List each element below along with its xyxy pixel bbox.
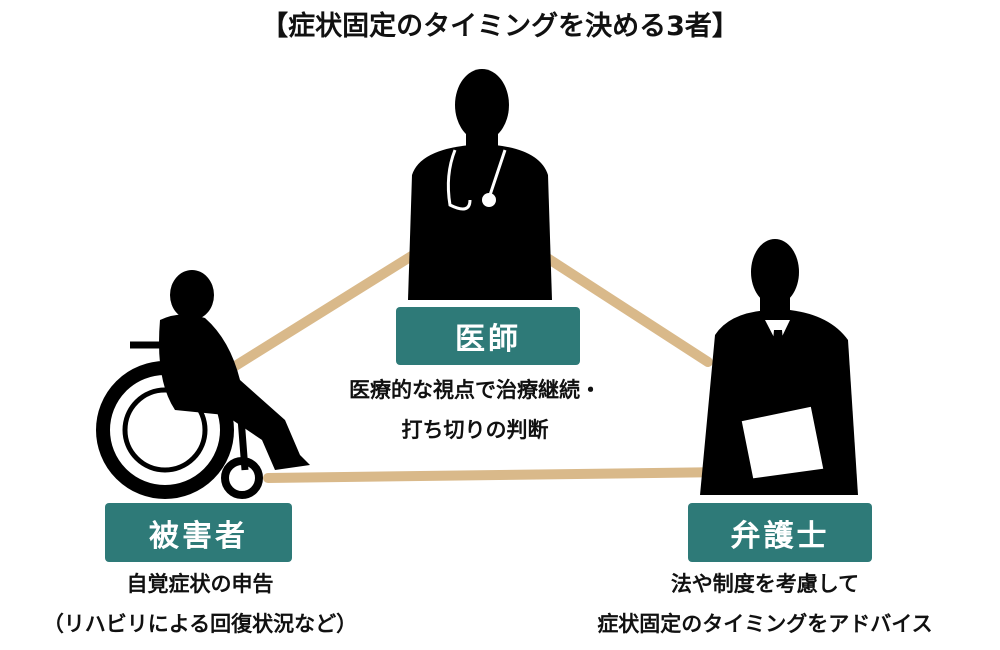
victim-label-badge: 被害者	[105, 503, 292, 562]
lawyer-label-badge: 弁護士	[688, 503, 872, 562]
lawyer-desc-line-1: 法や制度を考慮して	[670, 572, 860, 596]
doctor-desc-line-1: 医療的な視点で治療継続・	[349, 378, 601, 402]
page-title: 【症状固定のタイミングを決める3者】	[261, 11, 739, 42]
connector-doctor-lawyer	[533, 247, 713, 367]
victim-wheelchair-icon	[96, 270, 310, 499]
victim-description: 自覚症状の申告 （リハビリによる回復状況など）	[0, 564, 400, 644]
doctor-description: 医療的な視点で治療継続・ 打ち切りの判断	[290, 370, 660, 450]
connector-victim-lawyer	[263, 467, 733, 483]
connector-doctor-victim	[227, 247, 423, 373]
lawyer-silhouette-icon	[700, 239, 858, 495]
doctor-label-badge: 医師	[396, 307, 580, 365]
doctor-desc-line-2: 打ち切りの判断	[401, 418, 549, 442]
lawyer-desc-line-2: 症状固定のタイミングをアドバイス	[597, 612, 933, 636]
doctor-silhouette-icon	[408, 69, 552, 300]
victim-desc-line-2: （リハビリによる回復状況など）	[42, 612, 358, 636]
victim-desc-line-1: 自覚症状の申告	[126, 572, 274, 596]
lawyer-description: 法や制度を考慮して 症状固定のタイミングをアドバイス	[530, 564, 1000, 644]
